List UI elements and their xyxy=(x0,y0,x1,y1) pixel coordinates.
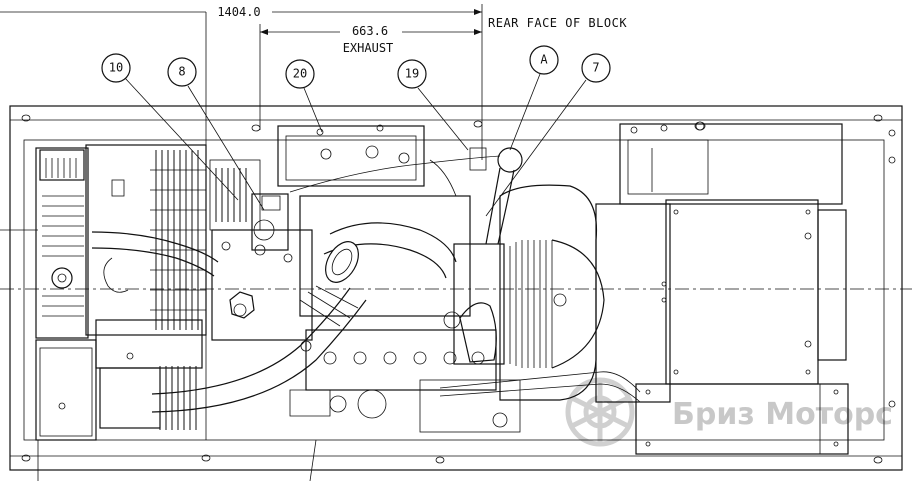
engine-block xyxy=(151,124,523,433)
dimension-exhaust: 663.6 EXHAUST xyxy=(259,24,482,130)
overall-dimension-text: 1404.0 xyxy=(217,5,260,19)
svg-text:20: 20 xyxy=(293,67,307,81)
svg-text:10: 10 xyxy=(109,61,123,75)
watermark-logo-icon xyxy=(565,377,635,447)
svg-text:19: 19 xyxy=(405,67,419,81)
alternator xyxy=(439,121,849,455)
balloon-20: 20 xyxy=(285,59,323,133)
rear-face-of-block-label: REAR FACE OF BLOCK xyxy=(488,16,627,30)
dimension-overall: 1404.0 xyxy=(0,4,483,160)
extension-lines xyxy=(0,12,317,481)
balloon-A: A xyxy=(509,45,559,151)
balloon-10: 10 xyxy=(101,53,239,201)
balloon-8: 8 xyxy=(167,57,265,211)
watermark: Бриз Моторс xyxy=(565,377,893,447)
balloon-7: 7 xyxy=(485,53,611,217)
radiator-assembly xyxy=(35,144,261,441)
svg-text:A: A xyxy=(540,53,548,67)
base-frame xyxy=(9,105,903,471)
svg-text:7: 7 xyxy=(592,61,599,75)
svg-text:8: 8 xyxy=(178,65,185,79)
balloon-19: 19 xyxy=(397,59,469,151)
watermark-text: Бриз Моторс xyxy=(672,397,893,432)
exhaust-dimension-label: EXHAUST xyxy=(343,41,394,55)
exhaust-dimension-value: 663.6 xyxy=(352,24,388,38)
